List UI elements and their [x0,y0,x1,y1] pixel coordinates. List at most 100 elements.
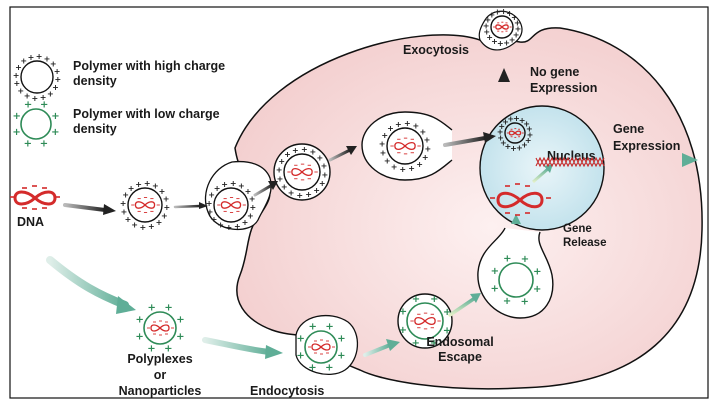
polyplexes-or-label: or [154,368,167,382]
arrow-endosome-to-late [328,146,357,162]
positive-charge-icon: + [404,119,411,128]
positive-charge-icon: + [152,182,159,191]
positive-charge-icon: + [430,338,438,349]
positive-charge-icon: + [250,203,257,212]
positive-charge-icon: + [526,125,533,134]
positive-charge-icon: + [28,53,35,62]
positive-charge-icon: + [424,135,431,144]
polyplex-low-charge-empty: ++++++++ [490,254,541,308]
positive-charge-icon: + [381,131,388,140]
positive-charge-icon: + [51,127,59,138]
positive-charge-icon: + [497,128,504,137]
positive-charge-icon: + [525,136,532,145]
dna-icon [311,343,331,351]
positive-charge-icon: + [321,161,328,170]
positive-charge-icon: + [284,150,291,159]
polyplex-in-nucleus: ++++++++++++++++ [497,114,534,153]
positive-charge-icon: + [128,184,135,193]
positive-charge-icon: + [164,203,171,212]
exocytosis-label: Exocytosis [403,43,469,57]
arrow-transcription [532,166,550,184]
positive-charge-icon: + [511,13,518,22]
positive-charge-icon: + [497,133,504,142]
positive-charge-icon: + [24,100,32,111]
positive-charge-icon: + [500,7,507,16]
positive-charge-icon: + [507,115,514,124]
positive-charge-icon: + [278,157,285,166]
positive-charge-icon: + [486,33,493,42]
membrane-invagination [204,160,272,231]
positive-charge-icon: + [40,93,47,102]
positive-charge-icon: + [395,120,402,129]
positive-charge-icon: + [24,92,31,101]
positive-charge-icon: + [313,186,320,195]
arrow-to-endocytosis [202,337,283,359]
positive-charge-icon: + [521,141,528,150]
arrow-no-gene-expression-head [498,68,510,82]
positive-charge-icon: + [54,67,61,76]
legend-high-charge-label-2: density [73,74,117,88]
positive-charge-icon: + [319,179,326,188]
arrow-polyplex-to-cell [173,202,208,209]
positive-charge-icon: + [425,144,432,153]
gene-expression-label-2: Expression [613,139,680,153]
positive-charge-icon: + [32,94,39,103]
positive-charge-icon: + [337,351,345,362]
positive-charge-icon: + [14,79,21,88]
positive-charge-icon: + [24,138,32,149]
positive-charge-icon: + [17,86,24,95]
positive-charge-icon: + [147,343,155,354]
positive-charge-icon: + [310,148,317,157]
positive-charge-icon: + [136,314,144,325]
positive-charge-icon: + [121,207,128,216]
released-dna-icon [490,183,551,216]
positive-charge-icon: + [380,149,387,158]
dna-icon [291,167,313,177]
positive-charge-icon: + [506,9,513,18]
positive-charge-icon: + [491,266,499,277]
positive-charge-icon: + [148,303,156,314]
positive-charge-icon: + [125,215,132,224]
positive-charge-icon: + [520,296,528,307]
positive-charge-icon: + [36,52,43,61]
positive-charge-icon: + [122,191,129,200]
positive-charge-icon: + [491,37,498,46]
positive-charge-icon: + [245,187,252,196]
polyplex-low-charge-endosome: ++++++++ [399,294,452,349]
polyplex-high-charge-endosome: ++++++++++++++++ [276,145,328,200]
positive-charge-icon: + [500,138,507,147]
endosome-gene-release [477,227,554,319]
positive-charge-icon: + [322,170,329,179]
positive-charge-icon: + [503,254,511,265]
positive-charge-icon: + [505,142,512,151]
high-charge-polymer-icon: ++++++++++++++++ [13,52,61,103]
arrow-to-endosome-low [363,339,400,357]
positive-charge-icon: + [308,362,316,373]
positive-charge-icon: + [391,162,398,171]
arrow-gene-release-head [511,214,521,224]
positive-charge-icon: + [12,111,20,122]
positive-charge-icon: + [135,331,143,342]
positive-charge-icon: + [47,89,54,98]
positive-charge-icon: + [131,220,138,229]
polyplex-high-charge: ++++++++++++++++ [120,179,170,232]
positive-charge-icon: + [413,122,420,131]
positive-charge-icon: + [161,211,168,220]
positive-charge-icon: + [309,322,317,333]
positive-charge-icon: + [148,222,155,231]
positive-charge-icon: + [502,117,509,126]
arrow-dna-to-polyplex [63,203,116,215]
dna-icon [150,324,170,332]
positive-charge-icon: + [230,179,237,188]
positive-charge-icon: + [176,315,184,326]
dna-icon [495,24,509,30]
positive-charge-icon: + [238,182,245,191]
positive-charge-icon: + [225,223,232,232]
positive-charge-icon: + [337,334,345,345]
positive-charge-icon: + [164,303,172,314]
positive-charge-icon: + [483,28,490,37]
positive-charge-icon: + [519,116,526,125]
positive-charge-icon: + [411,338,419,349]
arrow-dna-to-polyplex-low [46,256,136,314]
